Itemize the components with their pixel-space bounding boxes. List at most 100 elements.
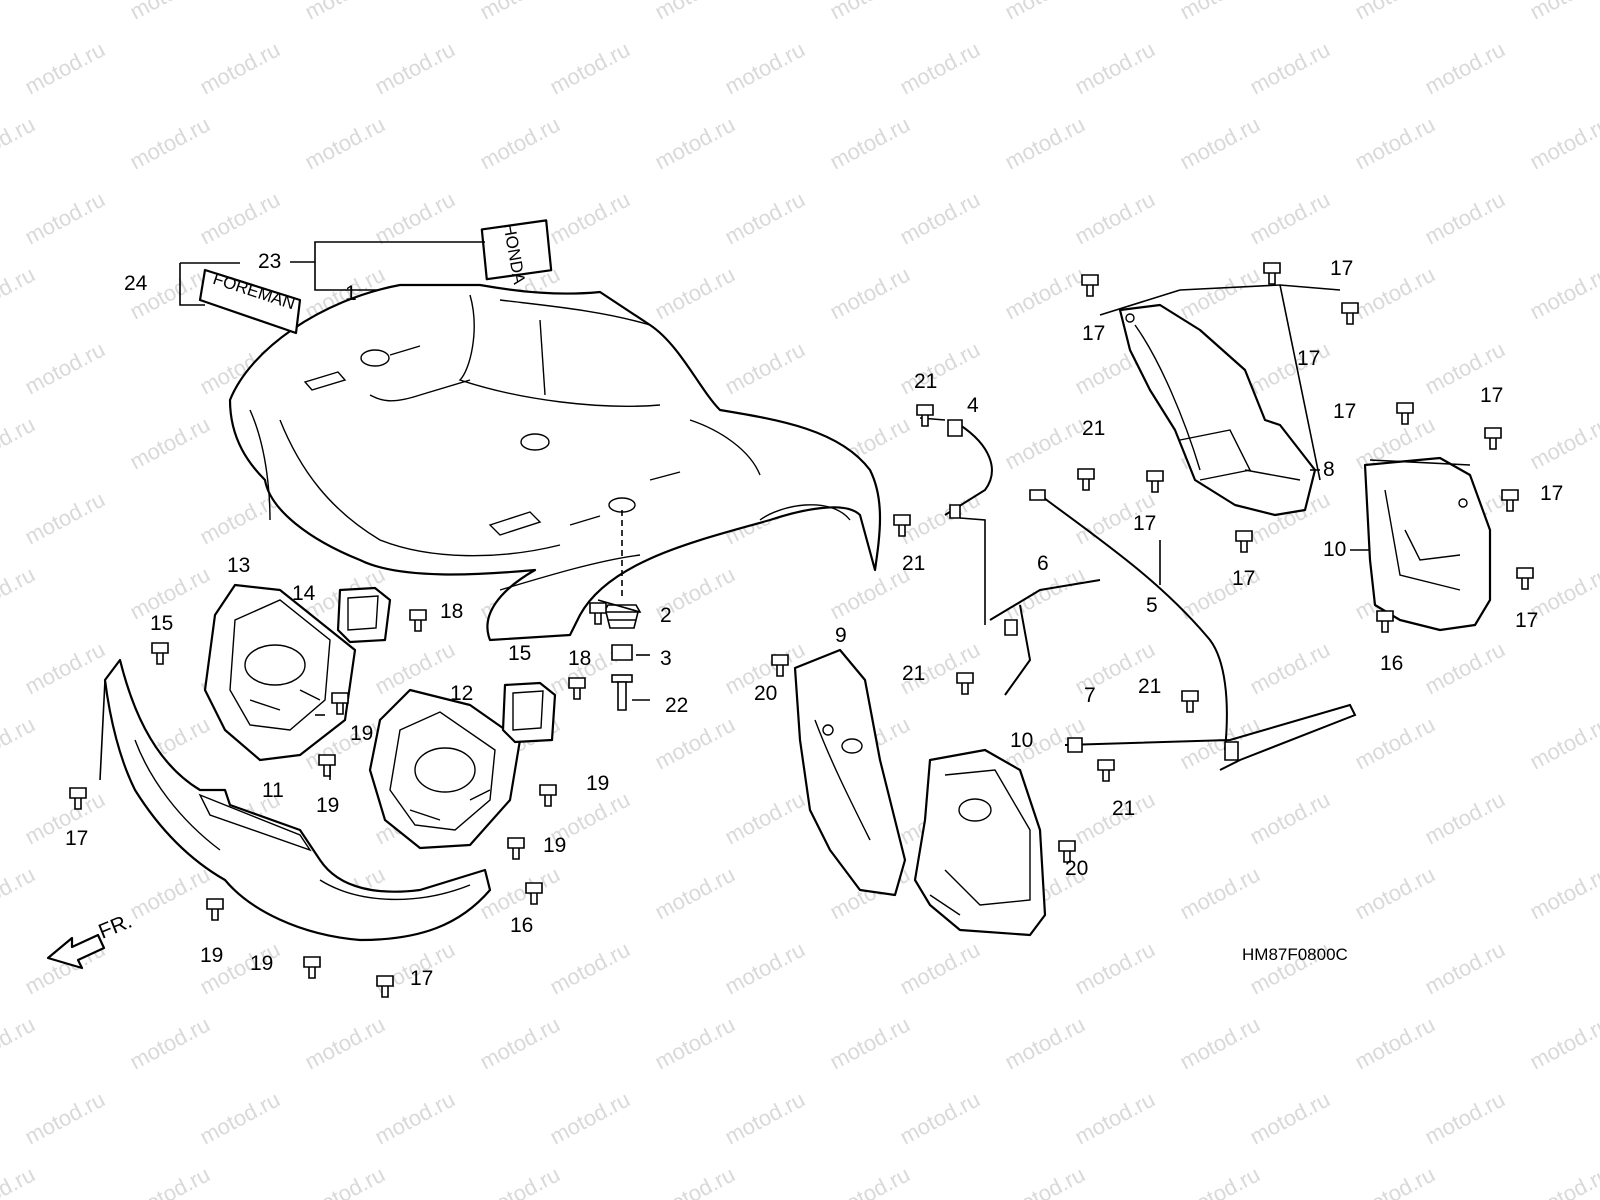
callout-17b: 17 — [410, 967, 433, 990]
watermark-text: motod.ru — [1421, 937, 1509, 1000]
watermark-text: motod.ru — [1071, 937, 1159, 1000]
callout-17l: 16 — [1380, 652, 1403, 675]
fastener — [303, 956, 321, 979]
watermark-text: motod.ru — [1176, 1162, 1264, 1200]
watermark-text: motod.ru — [896, 187, 984, 250]
watermark-text: motod.ru — [1246, 1087, 1334, 1150]
diagram-code: HM87F0800C — [1242, 945, 1348, 964]
callout-1: 1 — [345, 282, 357, 305]
watermark-text: motod.ru — [546, 1087, 634, 1150]
callout-24: 24 — [124, 272, 148, 295]
watermark-text: motod.ru — [1246, 37, 1334, 100]
watermark-text: motod.ru — [371, 637, 459, 700]
watermark-text: motod.ru — [896, 337, 984, 400]
fastener — [331, 692, 349, 715]
watermark-text: motod.ru — [21, 37, 109, 100]
watermark-text: motod.ru — [1246, 787, 1334, 850]
callout-15b: 15 — [508, 642, 531, 665]
emblem-foreman: FOREMAN — [198, 268, 302, 335]
watermark-text: motod.ru — [826, 0, 914, 24]
watermark-text: motod.ru — [826, 112, 914, 175]
callout-19e: 19 — [200, 944, 223, 967]
watermark-text: motod.ru — [1351, 862, 1439, 925]
fastener — [1058, 840, 1076, 863]
watermark-text: motod.ru — [1001, 112, 1089, 175]
watermark-text: motod.ru — [1351, 0, 1439, 24]
watermark-text: motod.ru — [1071, 1087, 1159, 1150]
watermark-text: motod.ru — [301, 1012, 389, 1075]
side-panel-9 — [793, 648, 907, 897]
callout-17a: 17 — [65, 827, 88, 850]
callout-11: 10 — [1010, 729, 1033, 752]
callout-17g: 17 — [1232, 567, 1255, 590]
watermark-text: motod.ru — [651, 1162, 739, 1200]
watermark-text: motod.ru — [1421, 187, 1509, 250]
watermark-text: motod.ru — [826, 1162, 914, 1200]
callout-9: 9 — [835, 624, 847, 647]
watermark-text: motod.ru — [21, 1087, 109, 1150]
watermark-text: motod.ru — [1421, 637, 1509, 700]
watermark-text: motod.ru — [196, 187, 284, 250]
mud-guard-10 — [1363, 456, 1492, 632]
watermark-text: motod.ru — [1526, 412, 1600, 475]
watermark-text: motod.ru — [126, 862, 214, 925]
fastener — [318, 754, 336, 777]
watermark-text: motod.ru — [1001, 262, 1089, 325]
watermark-text: motod.ru — [1526, 712, 1600, 775]
watermark-text: motod.ru — [1176, 112, 1264, 175]
fastener — [1181, 690, 1199, 713]
watermark-text: motod.ru — [721, 937, 809, 1000]
watermark-text: motod.ru — [1176, 262, 1264, 325]
callout-21c: 21 — [902, 662, 925, 685]
watermark-text: motod.ru — [0, 262, 39, 325]
fastener — [1501, 489, 1519, 512]
front-marker-text: FR. — [95, 910, 135, 944]
fastener — [1081, 274, 1099, 297]
callout-12: 11 — [262, 779, 284, 802]
callout-20a: 20 — [754, 682, 777, 705]
fastener — [539, 784, 557, 807]
watermark-text: motod.ru — [301, 112, 389, 175]
watermark-text: motod.ru — [476, 1162, 564, 1200]
callout-18a: 18 — [440, 600, 463, 623]
watermark-text: motod.ru — [476, 112, 564, 175]
fastener — [1341, 302, 1359, 325]
mud-guard-8 — [1118, 303, 1317, 517]
callout-19b: 19 — [316, 794, 339, 817]
watermark-text: motod.ru — [126, 0, 214, 24]
watermark-text: motod.ru — [896, 37, 984, 100]
emblem-honda: HONDA — [480, 219, 553, 286]
fastener — [1097, 759, 1115, 782]
watermark-text: motod.ru — [651, 862, 739, 925]
callout-17j: 17 — [1540, 482, 1563, 505]
watermark-text: motod.ru — [0, 712, 39, 775]
callout-6: 6 — [1037, 552, 1049, 575]
front-cover-12 — [103, 658, 492, 942]
watermark-text: motod.ru — [126, 1012, 214, 1075]
fastener — [589, 602, 607, 625]
fastener — [1484, 427, 1502, 450]
fastener — [1235, 530, 1253, 553]
fastener — [409, 609, 427, 632]
watermark-text: motod.ru — [1351, 1012, 1439, 1075]
callout-21f: 21 — [1112, 797, 1135, 820]
watermark-text: motod.ru — [721, 337, 809, 400]
callout-21e: 21 — [1138, 675, 1161, 698]
bracket-14 — [368, 688, 522, 850]
callout-16a: 15 — [150, 612, 173, 635]
watermark-text: motod.ru — [721, 37, 809, 100]
watermark-text: motod.ru — [1001, 0, 1089, 24]
callout-21d: 21 — [1082, 417, 1105, 440]
callout-17f: 17 — [1133, 512, 1156, 535]
callout-23: 23 — [258, 250, 281, 273]
watermark-text: motod.ru — [1001, 1162, 1089, 1200]
watermark-text: motod.ru — [896, 937, 984, 1000]
watermark-text: motod.ru — [1246, 637, 1334, 700]
watermark-text: motod.ru — [371, 37, 459, 100]
fastener — [916, 404, 934, 427]
watermark-text: motod.ru — [1071, 37, 1159, 100]
watermark-text: motod.ru — [0, 1012, 39, 1075]
watermark-text: motod.ru — [651, 0, 739, 24]
watermark-text: motod.ru — [301, 0, 389, 24]
